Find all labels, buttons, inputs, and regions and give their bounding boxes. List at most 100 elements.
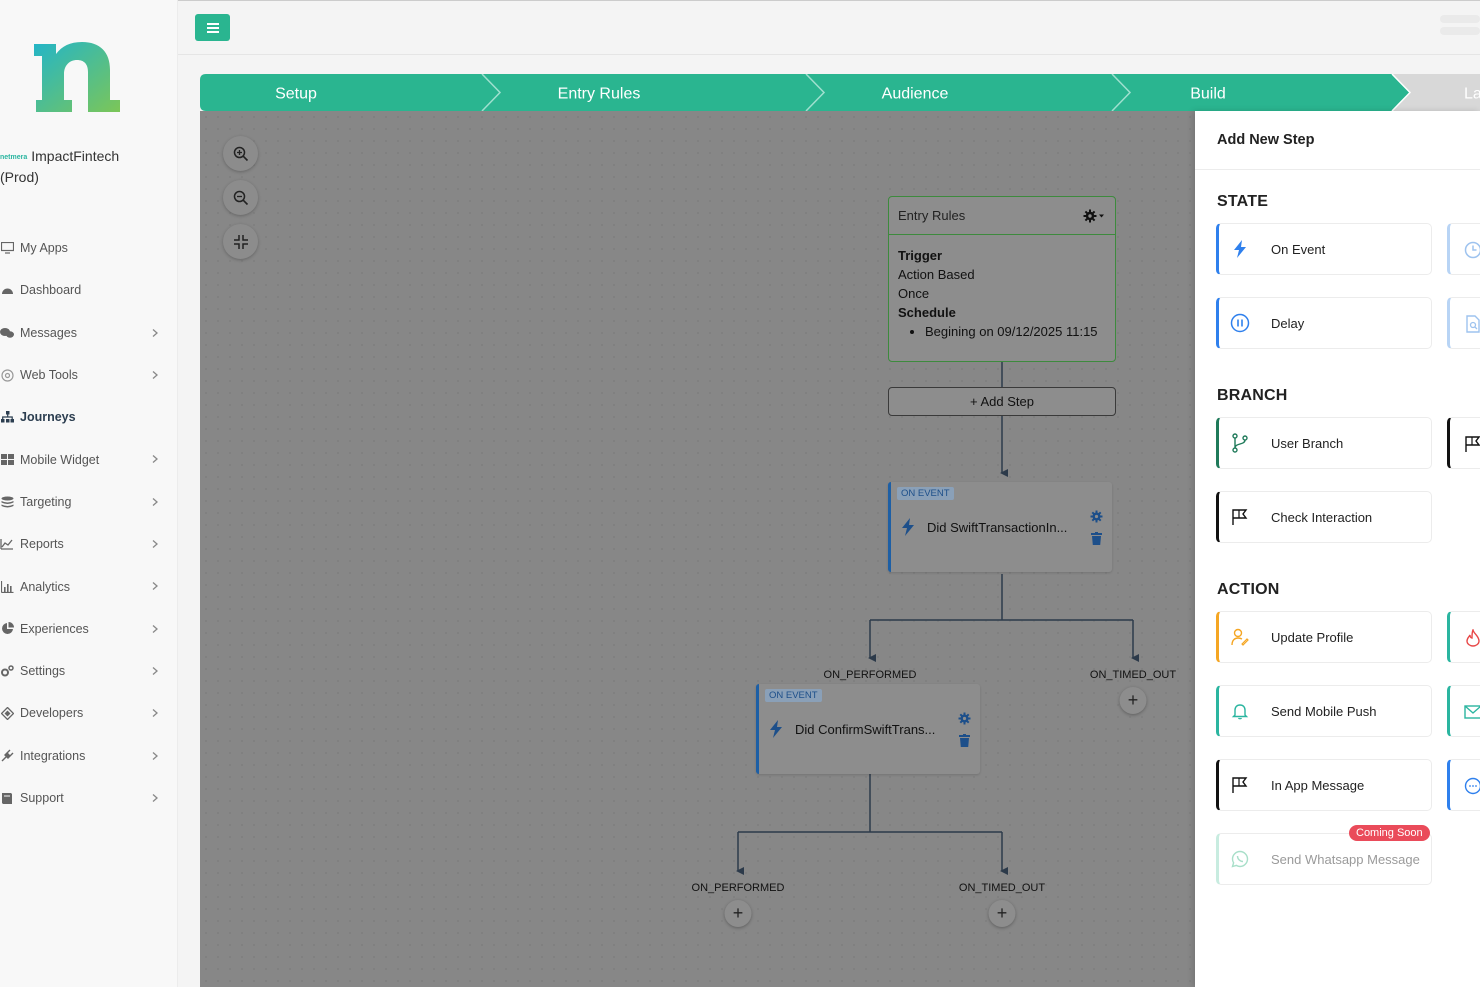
entry-rules-node[interactable]: Entry Rules Trigger Action Based Once Sc… <box>888 196 1116 362</box>
entry-rules-header: Entry Rules <box>889 197 1115 235</box>
action-card-partial[interactable] <box>1447 759 1480 811</box>
chevron-right-icon <box>150 327 160 337</box>
send-whatsapp-label: Send Whatsapp Message <box>1271 851 1420 867</box>
schedule-item: Begining on 09/12/2025 11:15 <box>925 322 1115 341</box>
app-name: ImpactFintech <box>31 148 120 164</box>
user-branch-label: User Branch <box>1271 435 1344 451</box>
step-build[interactable] <box>1112 74 1410 111</box>
section-state: STATE <box>1217 193 1269 210</box>
action-card-partial[interactable] <box>1447 685 1480 737</box>
step-setup[interactable] <box>200 74 500 111</box>
event-node-2[interactable]: ON EVENT Did ConfirmSwiftTrans... <box>756 684 980 774</box>
delay-card[interactable]: Delay <box>1216 297 1432 349</box>
check-interaction-card[interactable]: Check Interaction <box>1216 491 1432 543</box>
sidebar-item-integrations[interactable]: Integrations <box>0 735 178 777</box>
event-settings-icon[interactable] <box>958 712 971 725</box>
journey-stepper: Setup Entry Rules Audience Build La <box>200 74 1480 111</box>
chevron-right-icon <box>150 496 160 506</box>
zoom-in-button[interactable] <box>223 136 258 171</box>
trigger-frequency: Once <box>898 286 930 301</box>
sidebar-item-developers[interactable]: Developers <box>0 692 178 734</box>
panel-title: Add New Step <box>1217 132 1315 148</box>
event-tag: ON EVENT <box>765 689 822 702</box>
sidebar-item-mobile-widget[interactable]: Mobile Widget <box>0 438 178 480</box>
flag-icon <box>1232 509 1248 525</box>
zoom-out-button[interactable] <box>223 180 258 215</box>
pause-circle-icon <box>1230 313 1250 333</box>
branch-label-performed: ON_PERFORMED <box>823 669 917 681</box>
sidebar-item-support[interactable]: Support <box>0 777 178 819</box>
bolt-icon <box>902 518 914 536</box>
sidebar-item-my-apps[interactable]: My Apps <box>0 227 178 269</box>
sidebar-item-label: Support <box>20 791 64 805</box>
step-audience-label: Audience <box>882 86 949 103</box>
add-step-performed-button[interactable]: + <box>724 900 752 927</box>
branch-card-partial[interactable] <box>1447 417 1480 469</box>
event-node-1[interactable]: ON EVENT Did SwiftTransactionIn... <box>888 482 1112 572</box>
user-branch-card[interactable]: User Branch <box>1216 417 1432 469</box>
step-entry-rules-label: Entry Rules <box>558 86 641 103</box>
add-step-panel: Add New Step STATE On Event Delay BRANCH… <box>1195 111 1480 987</box>
event-delete-icon[interactable] <box>959 734 970 747</box>
zoom-out-icon <box>233 190 248 205</box>
flag-icon <box>1232 777 1248 793</box>
fit-view-button[interactable] <box>223 224 258 259</box>
sidebar-item-settings[interactable]: Settings <box>0 650 178 692</box>
mini-logo-text: netmera <box>0 154 28 161</box>
sidebar-item-targeting[interactable]: Targeting <box>0 481 178 523</box>
sidebar-item-experiences[interactable]: Experiences <box>0 608 178 650</box>
event-delete-icon[interactable] <box>1091 532 1102 545</box>
top-bar <box>178 0 1480 55</box>
dashboard-icon <box>0 283 14 297</box>
action-card-partial[interactable] <box>1447 611 1480 663</box>
sidebar-item-analytics[interactable]: Analytics <box>0 565 178 607</box>
support-icon <box>0 791 14 805</box>
step-launch[interactable] <box>1392 74 1480 111</box>
schedule-heading: Schedule <box>898 305 956 320</box>
update-profile-card[interactable]: Update Profile <box>1216 611 1432 663</box>
branch-label-performed: ON_PERFORMED <box>691 882 785 894</box>
chevron-right-icon <box>150 453 160 464</box>
settings-icon <box>0 664 14 678</box>
sidebar-item-reports[interactable]: Reports <box>0 523 178 565</box>
step-audience[interactable] <box>806 74 1130 111</box>
hamburger-icon <box>206 22 219 33</box>
state-card-partial[interactable] <box>1447 223 1480 275</box>
in-app-message-card[interactable]: In App Message <box>1216 759 1432 811</box>
add-step-timed-out-button[interactable]: + <box>988 900 1016 927</box>
entry-rules-title: Entry Rules <box>898 208 966 223</box>
step-setup-label: Setup <box>275 86 317 103</box>
zoom-in-icon <box>233 146 248 161</box>
bell-icon <box>1231 704 1249 720</box>
experiences-icon <box>0 622 14 636</box>
reports-icon <box>0 537 14 551</box>
analytics-icon <box>0 580 14 594</box>
sidebar-item-label: Messages <box>20 325 77 340</box>
gear-icon <box>1083 209 1104 223</box>
add-step-button[interactable]: + Add Step <box>888 387 1116 416</box>
send-mobile-push-card[interactable]: Send Mobile Push <box>1216 685 1432 737</box>
bolt-icon <box>1234 240 1246 258</box>
trigger-heading: Trigger <box>898 248 943 263</box>
add-step-timed-out-button[interactable]: + <box>1119 687 1147 714</box>
event-title: Did SwiftTransactionIn... <box>927 520 1068 535</box>
sidebar-item-web-tools[interactable]: Web Tools <box>0 354 178 396</box>
menu-toggle-button[interactable] <box>195 14 230 41</box>
trigger-type: Action Based <box>898 267 975 282</box>
on-event-card[interactable]: On Event <box>1216 223 1432 275</box>
step-entry-rules[interactable] <box>482 74 824 111</box>
user-menu[interactable] <box>1440 11 1480 45</box>
clock-icon <box>1464 241 1480 259</box>
journey-canvas[interactable]: Entry Rules Trigger Action Based Once Sc… <box>200 111 1195 987</box>
sidebar-item-dashboard[interactable]: Dashboard <box>0 269 178 311</box>
state-card-partial[interactable] <box>1447 297 1480 349</box>
integrations-icon <box>0 749 14 763</box>
section-branch: BRANCH <box>1217 387 1288 404</box>
entry-rules-settings-dropdown[interactable] <box>1083 209 1105 226</box>
sidebar-item-journeys[interactable]: Journeys <box>0 396 178 438</box>
sidebar-item-label: Dashboard <box>20 283 82 298</box>
event-settings-icon[interactable] <box>1090 510 1103 523</box>
sidebar-item-messages[interactable]: Messages <box>0 312 178 354</box>
